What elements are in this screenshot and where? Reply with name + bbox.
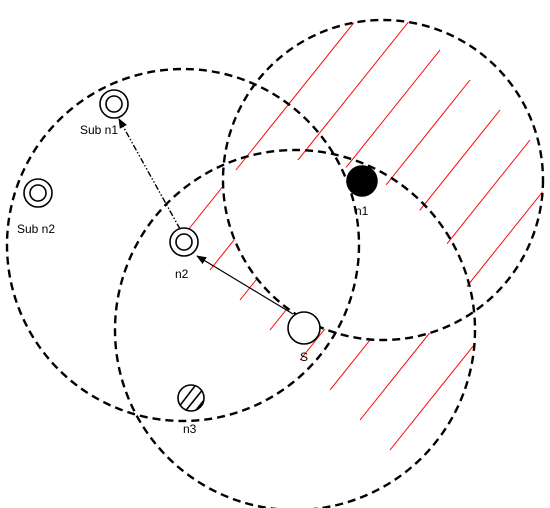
n2-label: n2	[175, 267, 189, 281]
sub-n2-node	[23, 178, 53, 208]
n2-range-circle	[5, 67, 361, 423]
sub-n1-label: Sub n1	[80, 123, 118, 137]
s-label: S	[300, 350, 308, 364]
n1-node	[346, 165, 378, 197]
s-to-n2-arrow	[196, 255, 294, 315]
n1-label: n1	[355, 204, 369, 218]
sub-n1-node	[99, 89, 129, 119]
n3-node	[177, 384, 205, 412]
n1-range-circle	[221, 18, 545, 342]
n3-label: n3	[183, 422, 197, 436]
sub-n2-label: Sub n2	[17, 222, 55, 236]
n2-to-sub-n1-arrow	[118, 118, 181, 230]
uncovered-region-hatch	[179, 19, 543, 508]
s-node	[287, 311, 321, 345]
n2-node	[169, 227, 199, 257]
s-range-circle	[113, 148, 477, 508]
